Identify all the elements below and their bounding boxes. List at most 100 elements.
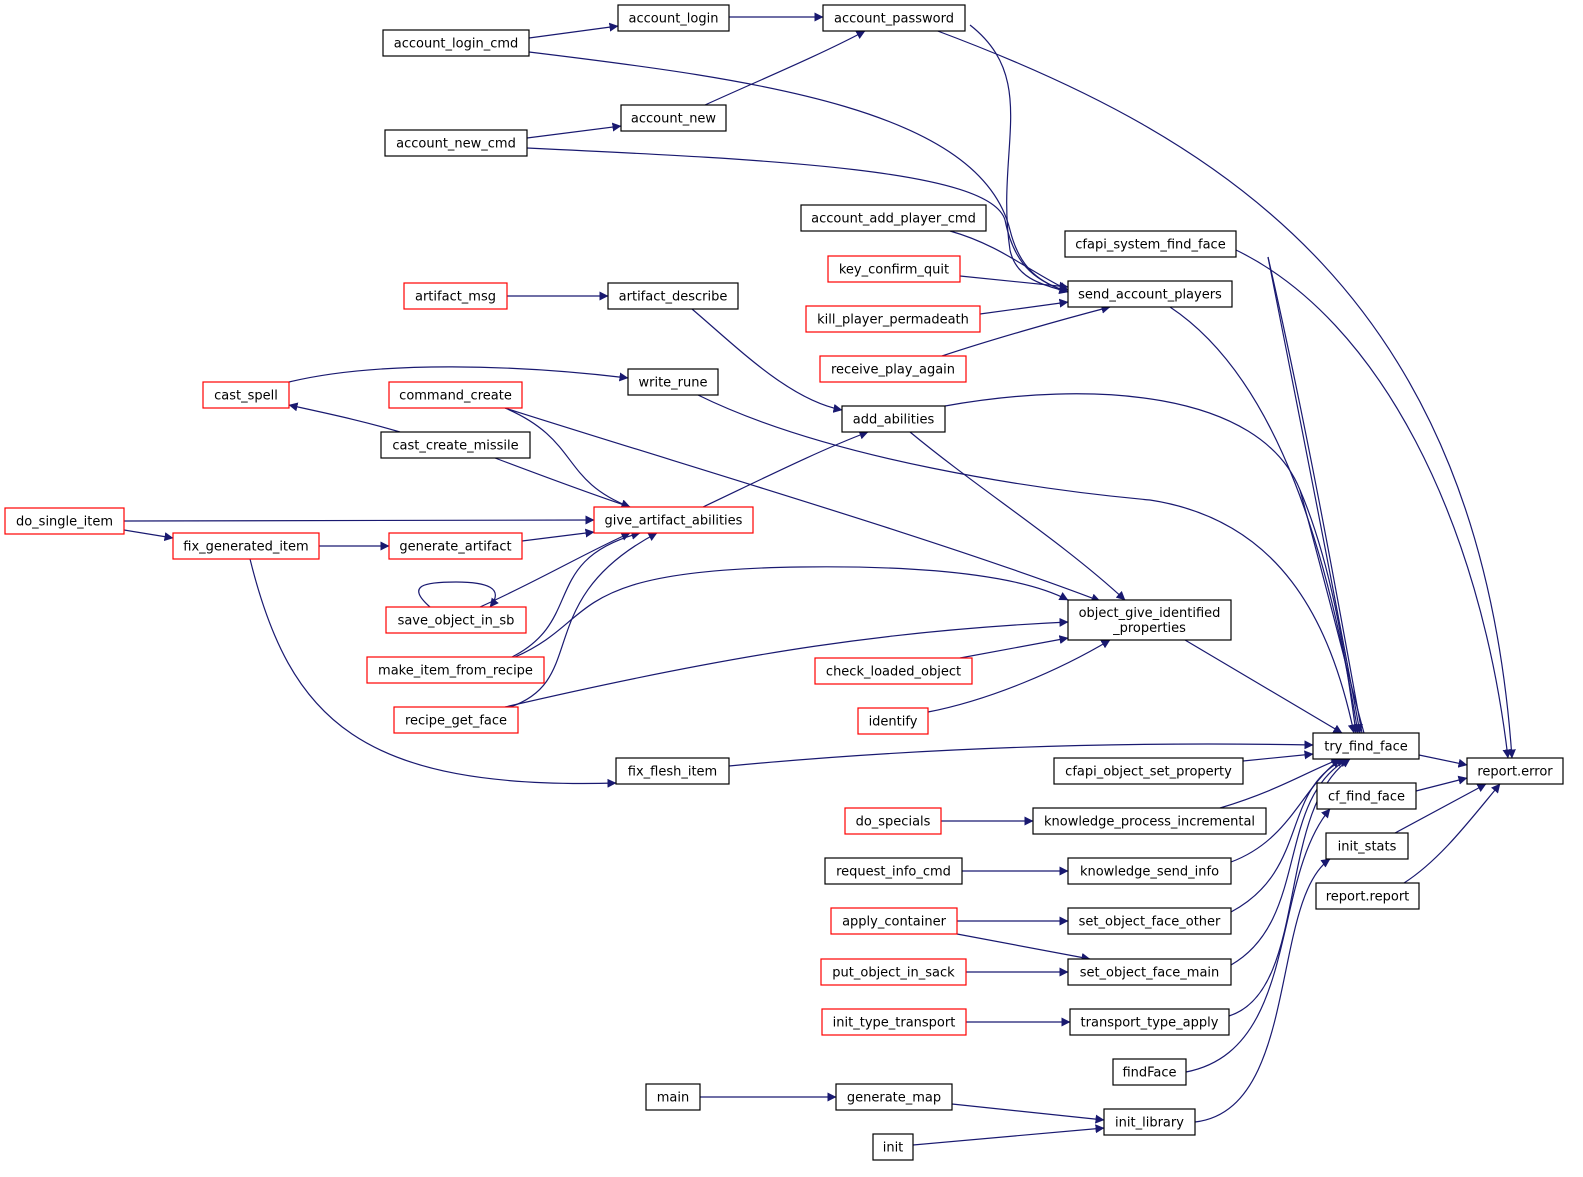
node-give-artifact-abilities[interactable]: give_artifact_abilities — [593, 506, 754, 534]
node-box — [820, 958, 967, 986]
node-report-error[interactable]: report.error — [1466, 757, 1564, 785]
node-label: identify — [869, 715, 918, 730]
node-account-new-cmd[interactable]: account_new_cmd — [384, 129, 528, 157]
node-label: write_rune — [638, 376, 707, 391]
node-command-create[interactable]: command_create — [388, 381, 523, 409]
node-cfapi-system-find-face[interactable]: cfapi_system_find_face — [1064, 230, 1237, 258]
node-label: put_object_in_sack — [832, 966, 955, 981]
edge-cast-create-missile-to-give-artifact-abilities — [494, 457, 631, 509]
node-label: findFace — [1122, 1066, 1176, 1081]
node-label: main — [657, 1091, 689, 1106]
node-main[interactable]: main — [645, 1083, 701, 1111]
node-findFace[interactable]: findFace — [1112, 1058, 1187, 1086]
node-make-item-from-recipe[interactable]: make_item_from_recipe — [366, 656, 545, 684]
node-cast-create-missile[interactable]: cast_create_missile — [380, 431, 531, 459]
node-key-confirm-quit[interactable]: key_confirm_quit — [827, 255, 961, 283]
node-label: object_give_identified — [1079, 606, 1221, 621]
node-box — [1466, 757, 1564, 785]
node-label: knowledge_process_incremental — [1044, 815, 1255, 830]
node-box — [384, 129, 528, 157]
node-do-specials[interactable]: do_specials — [844, 807, 942, 835]
node-label: add_abilities — [853, 413, 935, 428]
node-box — [607, 282, 739, 310]
node-artifact-describe[interactable]: artifact_describe — [607, 282, 739, 310]
node-cf-find-face[interactable]: cf_find_face — [1316, 782, 1417, 810]
node-box — [830, 907, 958, 935]
node-box — [1067, 280, 1233, 308]
node-set-object-face-other[interactable]: set_object_face_other — [1067, 907, 1232, 935]
edge-cast-spell-to-write-rune — [288, 366, 629, 383]
node-generate-artifact[interactable]: generate_artifact — [388, 532, 523, 560]
node-label: check_loaded_object — [826, 665, 961, 680]
node-label: cf_find_face — [1328, 790, 1405, 805]
edge-write-rune-to-try-find-face — [697, 394, 1357, 734]
node-label: generate_map — [847, 1091, 941, 1106]
node-init-stats[interactable]: init_stats — [1325, 832, 1409, 860]
edge-kill-player-permadeath-to-send-account-players — [979, 298, 1069, 315]
node-label: cast_create_missile — [392, 439, 518, 454]
node-send-account-players[interactable]: send_account_players — [1067, 280, 1233, 308]
node-request-info-cmd[interactable]: request_info_cmd — [824, 857, 963, 885]
edge-cfapi-object-set-property-to-try-find-face — [1242, 750, 1314, 762]
node-box — [814, 657, 973, 685]
node-generate-map[interactable]: generate_map — [835, 1083, 953, 1111]
edge-fix-flesh-item-to-try-find-face — [728, 740, 1314, 767]
edge-command-create-to-object-give-identified-properties — [504, 407, 1101, 603]
node-box — [382, 29, 530, 57]
node-label: report.error — [1477, 765, 1553, 780]
node-box — [1069, 1008, 1230, 1036]
node-box — [1053, 757, 1244, 785]
node-fix-flesh-item[interactable]: fix_flesh_item — [615, 757, 730, 785]
node-try-find-face[interactable]: try_find_face — [1312, 732, 1420, 760]
node-label: request_info_cmd — [836, 865, 951, 880]
node-apply-container[interactable]: apply_container — [830, 907, 958, 935]
edge-recipe-get-face-to-object-give-identified-properties — [504, 617, 1069, 708]
node-label: init_type_transport — [833, 1016, 956, 1031]
node-cast-spell[interactable]: cast_spell — [202, 381, 290, 409]
node-fix-generated-item[interactable]: fix_generated_item — [172, 532, 320, 560]
edge-fix-generated-item-to-fix-flesh-item — [249, 558, 617, 788]
node-box — [615, 757, 730, 785]
node-box — [1312, 732, 1420, 760]
node-account-new[interactable]: account_new — [620, 104, 727, 132]
node-label: cfapi_system_find_face — [1075, 238, 1225, 253]
node-do-single-item[interactable]: do_single_item — [4, 507, 125, 535]
node-add-abilities[interactable]: add_abilities — [841, 405, 946, 433]
node-recipe-get-face[interactable]: recipe_get_face — [393, 706, 519, 734]
node-account-password[interactable]: account_password — [822, 4, 966, 32]
node-save-object-in-sb[interactable]: save_object_in_sb — [385, 606, 527, 634]
node-account-login-cmd[interactable]: account_login_cmd — [382, 29, 530, 57]
node-init-type-transport[interactable]: init_type_transport — [821, 1008, 967, 1036]
node-put-object-in-sack[interactable]: put_object_in_sack — [820, 958, 967, 986]
node-box — [366, 656, 545, 684]
node-receive-play-again[interactable]: receive_play_again — [819, 355, 967, 383]
edge-object-give-identified-properties-to-try-find-face — [1184, 639, 1343, 734]
edge-apply-container-to-set-object-face-main — [956, 933, 1091, 962]
node-set-object-face-main[interactable]: set_object_face_main — [1067, 958, 1232, 986]
edge-try-find-face-to-report-error — [1418, 754, 1468, 768]
node-write-rune[interactable]: write_rune — [627, 368, 719, 396]
node-label: init_library — [1115, 1116, 1184, 1131]
node-kill-player-permadeath[interactable]: kill_player_permadeath — [805, 305, 981, 333]
node-report-report[interactable]: report.report — [1315, 882, 1420, 910]
node-account-login[interactable]: account_login — [617, 4, 730, 32]
node-knowledge-send-info[interactable]: knowledge_send_info — [1067, 857, 1232, 885]
node-artifact-msg[interactable]: artifact_msg — [403, 282, 508, 310]
node-box — [1064, 230, 1237, 258]
node-transport-type-apply[interactable]: transport_type_apply — [1069, 1008, 1230, 1036]
node-knowledge-process-incremental[interactable]: knowledge_process_incremental — [1032, 807, 1267, 835]
edge-init-stats-to-report-error — [1394, 783, 1487, 834]
node-init[interactable]: init — [872, 1133, 914, 1161]
node-identify[interactable]: identify — [857, 707, 929, 735]
node-box — [403, 282, 508, 310]
node-label: try_find_face — [1324, 740, 1408, 755]
edge-save-object-in-sb-to-save-object-in-sb — [418, 581, 499, 608]
node-cfapi-object-set-property[interactable]: cfapi_object_set_property — [1053, 757, 1244, 785]
node-check-loaded-object[interactable]: check_loaded_object — [814, 657, 973, 685]
node-box — [1325, 832, 1409, 860]
node-init-library[interactable]: init_library — [1103, 1108, 1196, 1136]
node-object-give-identified-properties[interactable]: object_give_identified_properties — [1067, 599, 1232, 641]
node-account-add-player-cmd[interactable]: account_add_player_cmd — [800, 204, 987, 232]
edge-findFace-to-cf-find-face — [1185, 808, 1331, 1073]
